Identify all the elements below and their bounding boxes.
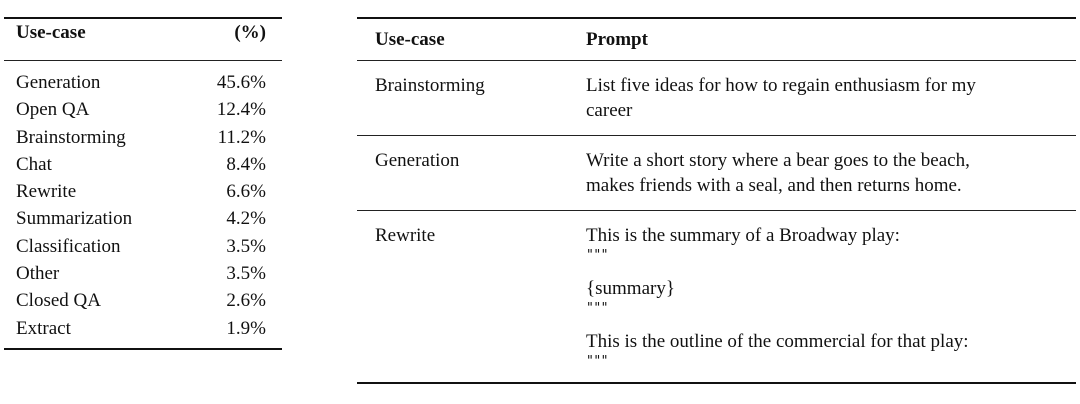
prompt-table-header-rule xyxy=(357,60,1076,61)
table-row: Extract 1.9% xyxy=(4,315,282,348)
prompt-line: {summary} xyxy=(586,278,675,299)
prompt-blank-line xyxy=(586,264,1070,276)
prompt-table-grid: Use-case Prompt xyxy=(357,19,1076,60)
row-separator xyxy=(357,135,1076,136)
usecase-percent-cell: 8.4% xyxy=(226,153,266,175)
prompt-triple-quote: """ xyxy=(586,248,608,263)
table-bottom-rule xyxy=(4,347,282,350)
usecase-name-cell: Open QA xyxy=(16,99,90,121)
prompt-line: This is the summary of a Broadway play: xyxy=(586,225,900,246)
usecase-percent-cell: 12.4% xyxy=(216,99,266,121)
prompt-line: Write a short story where a bear goes to… xyxy=(586,150,970,171)
usecase-name-cell: Chat xyxy=(16,153,52,175)
column-header-prompt: Prompt xyxy=(586,29,648,50)
usecase-percent-cell: 6.6% xyxy=(226,181,266,203)
usecase-name-cell: Other xyxy=(16,263,60,285)
usecase-table-body-grid: Generation 45.6% Open QA 12.4% Brainstorming… xyxy=(4,61,282,348)
usecase-table-body: Generation 45.6% Open QA 12.4% Brainstorming… xyxy=(4,61,282,348)
usecase-name-cell: Rewrite xyxy=(16,181,77,203)
table-row: Brainstorming 11.2% xyxy=(4,124,282,151)
prompt-usecase-cell: Generation xyxy=(375,150,460,171)
example-prompts-table: Use-case Prompt Brainstorming List five i… xyxy=(357,17,1076,384)
usecase-table-head: Use-case (%) xyxy=(4,19,282,60)
table-row: Rewrite 6.6% xyxy=(4,178,282,205)
table-row: Generation 45.6% xyxy=(4,61,282,96)
prompt-table-head: Use-case Prompt xyxy=(357,19,1076,60)
row-separator-rule xyxy=(357,135,1076,136)
table-header-rule xyxy=(4,60,282,61)
prompt-table-body-grid: Brainstorming List five ideas for how to … xyxy=(357,61,1076,382)
column-header-use-case: Use-case xyxy=(16,22,86,43)
usecase-percent-cell: 3.5% xyxy=(226,263,266,285)
table-row: Summarization 4.2% xyxy=(4,205,282,232)
usecase-percent-cell: 2.6% xyxy=(226,290,266,312)
usecase-percent-cell: 11.2% xyxy=(217,126,266,148)
table-row: Closed QA 2.6% xyxy=(4,287,282,314)
prompt-triple-quote: """ xyxy=(586,354,608,369)
prompt-usecase-cell: Rewrite xyxy=(375,225,436,246)
table-row: Open QA 12.4% xyxy=(4,96,282,123)
table-row: Chat 8.4% xyxy=(4,151,282,178)
table-row: Other 3.5% xyxy=(4,260,282,287)
prompt-blank-line xyxy=(586,317,1070,329)
usecase-name-cell: Extract xyxy=(16,317,71,339)
prompt-line: List five ideas for how to regain enthus… xyxy=(586,75,976,96)
table-row: Classification 3.5% xyxy=(4,233,282,260)
usecase-name-cell: Generation xyxy=(16,72,101,93)
usecase-name-cell: Closed QA xyxy=(16,290,101,312)
prompt-header-row: Use-case Prompt xyxy=(357,19,1076,60)
table-row: Generation Write a short story where a be… xyxy=(357,136,1076,210)
usecase-name-cell: Classification xyxy=(16,235,121,257)
prompt-text-cell: This is the summary of a Broadway play: "… xyxy=(573,211,1076,382)
usecase-percent-cell: 4.2% xyxy=(226,208,266,230)
column-header-percent: (%) xyxy=(234,22,266,43)
prompt-line: career xyxy=(586,100,633,121)
table-row: Brainstorming List five ideas for how to … xyxy=(357,61,1076,135)
prompt-text-cell: Write a short story where a bear goes to… xyxy=(573,136,1076,210)
row-separator xyxy=(357,210,1076,211)
usecase-percent-cell: 1.9% xyxy=(226,317,266,339)
table-row: Rewrite This is the summary of a Broadway… xyxy=(357,211,1076,382)
prompt-usecase-cell: Brainstorming xyxy=(375,75,485,96)
usecase-percent-cell: 45.6% xyxy=(216,72,266,93)
prompt-line: This is the outline of the commercial fo… xyxy=(586,331,969,352)
prompt-table-body: Brainstorming List five ideas for how to … xyxy=(357,61,1076,382)
prompt-table-bottom-rule xyxy=(357,382,1076,384)
usecase-distribution-table: Use-case (%) Generation 45.6% Open QA 12.4%… xyxy=(4,17,282,350)
prompt-triple-quote: """ xyxy=(586,301,608,316)
usecase-table-grid: Use-case (%) xyxy=(4,19,282,60)
usecase-name-cell: Brainstorming xyxy=(16,126,126,148)
prompt-text-cell: List five ideas for how to regain enthus… xyxy=(573,61,1076,135)
usecase-name-cell: Summarization xyxy=(16,208,133,230)
usecase-percent-cell: 3.5% xyxy=(226,235,266,257)
prompt-table-top-rule xyxy=(357,17,1076,19)
row-separator-rule xyxy=(357,210,1076,211)
column-header-use-case: Use-case xyxy=(375,29,445,50)
table-top-rule xyxy=(4,17,282,19)
prompt-line: makes friends with a seal, and then retu… xyxy=(586,175,962,196)
usecase-header-row: Use-case (%) xyxy=(4,19,282,60)
